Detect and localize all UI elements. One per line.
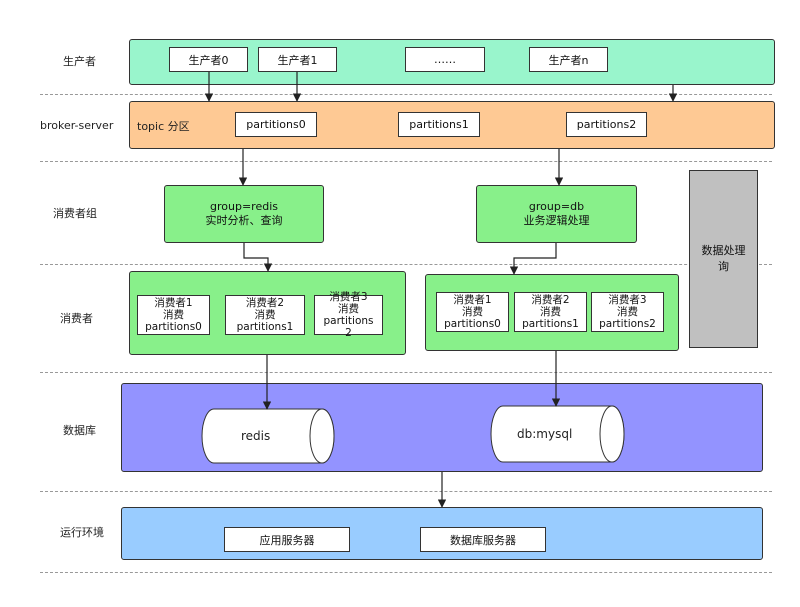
topic-label: topic 分区 <box>137 120 190 133</box>
partition-box[interactable]: partitions1 <box>398 112 480 137</box>
mysql-cylinder <box>490 405 625 463</box>
consumer-name: 消费者2 <box>245 297 285 309</box>
consumer-name: 消费者3 <box>608 294 647 306</box>
separator-line <box>40 161 772 162</box>
consumer-group-db[interactable]: group=db 业务逻辑处理 <box>476 185 637 243</box>
consumer-name: 消费者3 <box>329 291 368 303</box>
consumer-action: 消费 <box>254 309 276 321</box>
producer-box[interactable]: 生产者n <box>529 47 608 72</box>
producer-box-ellipsis[interactable]: …… <box>405 47 485 72</box>
consumer-partition: partitions0 <box>444 318 501 330</box>
separator-line <box>40 372 772 373</box>
consumer-action: 消费 <box>338 303 359 315</box>
consumer-action: 消费 <box>617 306 638 318</box>
app-server-box[interactable]: 应用服务器 <box>224 527 350 552</box>
consumer-partition: partitions2 <box>599 318 656 330</box>
consumer-box[interactable]: 消费者2 消费 partitions1 <box>225 295 305 335</box>
group-desc: 实时分析、查询 <box>205 214 283 227</box>
consumer-partition: partitions 2 <box>323 315 374 339</box>
consumer-action: 消费 <box>540 306 561 318</box>
data-processing-label: 数据处理询 <box>701 244 746 273</box>
group-desc: 业务逻辑处理 <box>523 214 590 227</box>
partition-box[interactable]: partitions0 <box>235 112 317 137</box>
consumer-partition: partitions0 <box>145 321 202 333</box>
consumer-group-redis[interactable]: group=redis 实时分析、查询 <box>164 185 324 243</box>
consumer-action: 消费 <box>462 306 483 318</box>
redis-cylinder <box>201 408 335 464</box>
consumer-action: 消费 <box>163 309 184 321</box>
partition-box[interactable]: partitions2 <box>566 112 647 137</box>
arrow <box>243 243 273 272</box>
consumer-box[interactable]: 消费者1 消费 partitions0 <box>436 292 509 332</box>
separator-line <box>40 572 772 573</box>
consumer-box[interactable]: 消费者3 消费 partitions 2 <box>314 291 383 339</box>
consumer-box[interactable]: 消费者3 消费 partitions2 <box>591 292 664 332</box>
row-label-producer: 生产者 <box>63 55 96 68</box>
db-server-box[interactable]: 数据库服务器 <box>420 527 546 552</box>
separator-line <box>40 94 772 95</box>
row-label-consumer: 消费者 <box>60 312 93 325</box>
consumer-name: 消费者1 <box>453 294 492 306</box>
consumer-name: 消费者2 <box>531 294 570 306</box>
producer-box[interactable]: 生产者1 <box>258 47 337 72</box>
separator-line <box>40 491 772 492</box>
row-label-runtime: 运行环境 <box>60 526 104 539</box>
row-label-database: 数据库 <box>63 424 96 437</box>
group-name: group=redis <box>210 200 278 213</box>
consumer-partition: partitions1 <box>522 318 579 330</box>
consumer-partition: partitions1 <box>236 321 294 333</box>
row-label-consumer-group: 消费者组 <box>53 207 97 220</box>
separator-line <box>40 264 772 265</box>
mysql-label: db:mysql <box>517 427 573 441</box>
arrow <box>509 243 557 275</box>
redis-label: redis <box>241 429 271 443</box>
producer-box[interactable]: 生产者0 <box>169 47 248 72</box>
consumer-box[interactable]: 消费者2 消费 partitions1 <box>514 292 587 332</box>
group-name: group=db <box>528 200 585 213</box>
row-label-broker: broker-server <box>40 119 114 132</box>
consumer-name: 消费者1 <box>154 297 193 309</box>
consumer-box[interactable]: 消费者1 消费 partitions0 <box>137 295 210 335</box>
data-processing-box[interactable]: 数据处理询 <box>689 170 758 348</box>
